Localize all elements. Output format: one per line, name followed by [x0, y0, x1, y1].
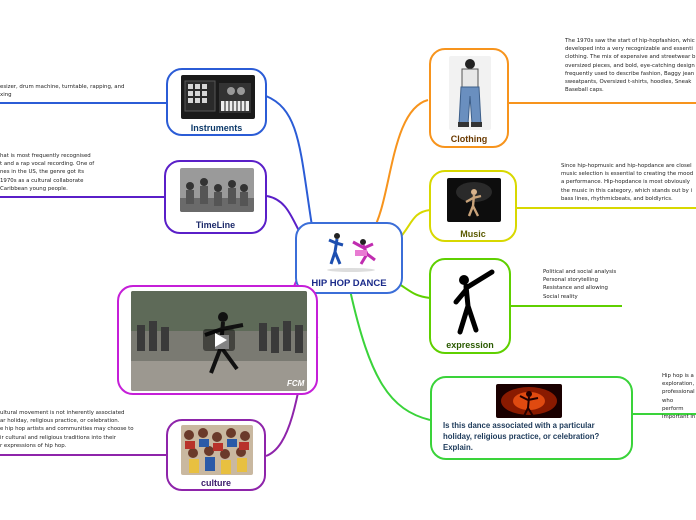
holiday-note: Hip hop is a exploration, professional w… [662, 373, 696, 421]
center-title: HIP HOP DANCE [311, 278, 387, 289]
expression-node[interactable]: expression [429, 258, 511, 354]
timeline-node[interactable]: TimeLine [164, 160, 267, 234]
culture-note: ultural movement is not inherently assoc… [0, 410, 134, 449]
timeline-note: hat is most frequently recognised t and … [0, 153, 95, 192]
connector-holiday [349, 289, 431, 421]
expression-label: expression [446, 340, 494, 350]
instruments-image [181, 75, 255, 119]
culture-label: culture [200, 478, 231, 488]
music-image [447, 178, 501, 222]
music-label: Music [460, 229, 486, 239]
center-node[interactable]: HIP HOP DANCE [295, 222, 403, 294]
video-watermark: FCM [287, 379, 305, 388]
fire-dancer-image [496, 384, 562, 418]
connector-clothing [371, 99, 429, 233]
expression-note: Political and social analysis Personal s… [543, 269, 617, 300]
video-node[interactable]: FCM [117, 285, 318, 395]
timeline-image [180, 168, 254, 212]
breakdancers-image [327, 233, 376, 272]
connector-instruments [265, 95, 313, 227]
holiday-question-node[interactable]: Is this dance associated with a particul… [430, 376, 633, 460]
dance-video-player[interactable] [131, 291, 307, 391]
clothing-note: The 1970s saw the start of hip-hopfashio… [565, 38, 696, 94]
culture-image [181, 425, 253, 475]
instruments-note: esizer, drum machine, turntable, rapping… [0, 84, 125, 99]
dancer-silhouette-image [453, 269, 495, 335]
holiday-question-label: Is this dance associated with a particul… [443, 421, 600, 452]
instruments-node[interactable]: Instruments [166, 68, 267, 136]
instruments-label: Instruments [190, 123, 243, 133]
clothing-label: Clothing [450, 134, 488, 144]
culture-node[interactable]: culture [166, 419, 266, 491]
music-note: Since hip-hopmusic and hip-hopdance are … [561, 163, 694, 202]
clothing-image [449, 56, 491, 130]
music-node[interactable]: Music [429, 170, 517, 242]
clothing-node[interactable]: Clothing [429, 48, 509, 148]
timeline-label: TimeLine [195, 220, 236, 230]
